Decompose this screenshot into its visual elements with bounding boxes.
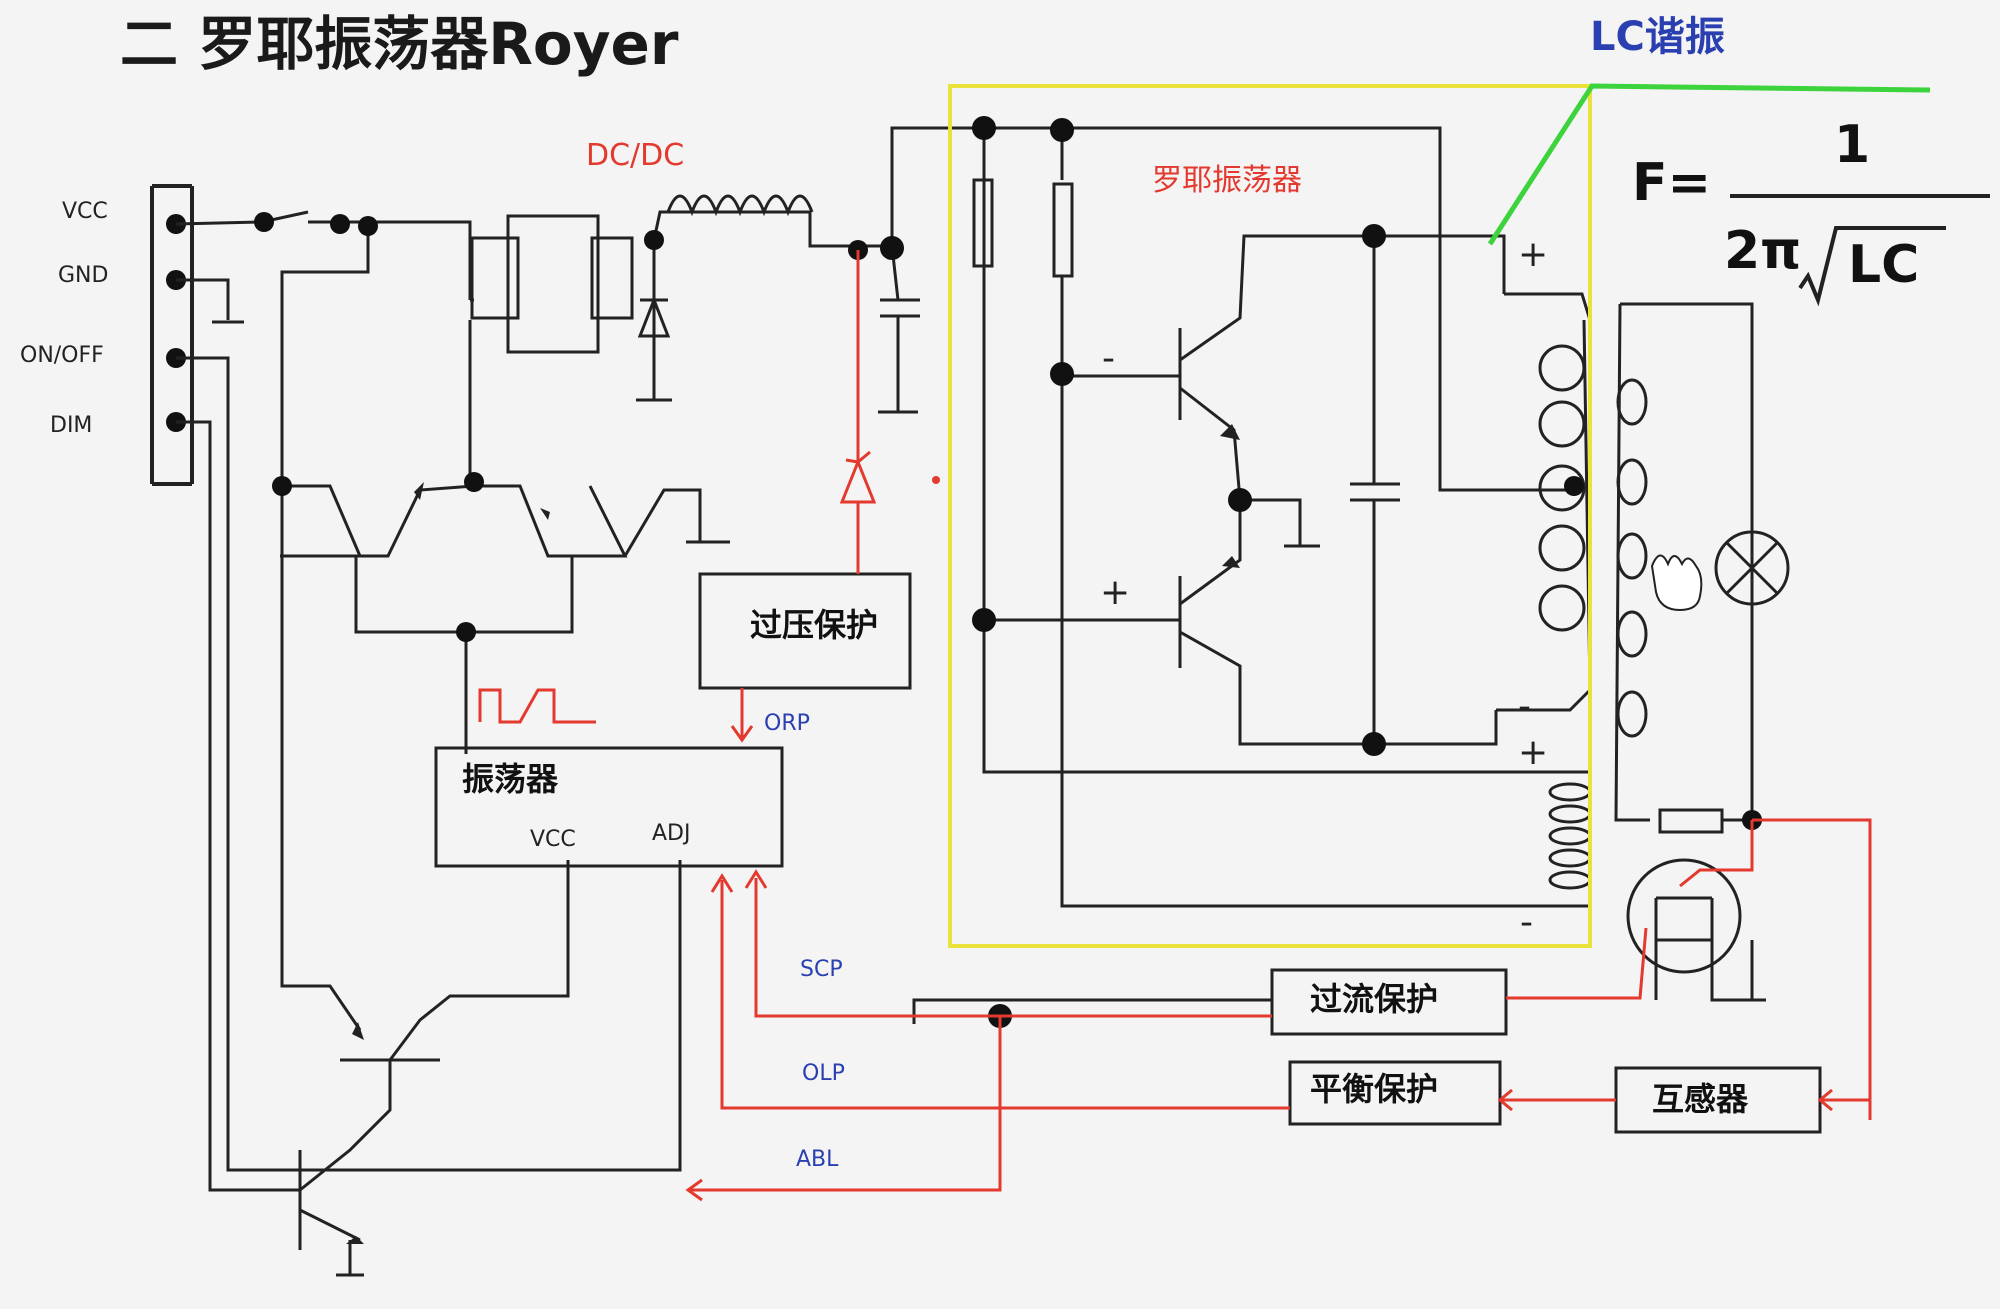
balance-box-label: 平衡保护 [1310, 1070, 1438, 1108]
page-title: 二 罗耶振荡器Royer [120, 10, 679, 78]
primary-plus-sign: + [1518, 234, 1548, 275]
red-dot [932, 476, 940, 484]
signal-scp-label: SCP [800, 957, 843, 982]
ovp-box-label: 过压保护 [750, 606, 878, 644]
freewheel-diode [637, 295, 671, 338]
pin-onoff-label: ON/OFF [20, 343, 104, 368]
pin-vcc-label: VCC [62, 199, 108, 224]
formula-lhs: F= [1632, 153, 1711, 213]
signal-abl-label: ABL [796, 1147, 839, 1172]
junction-dots [254, 116, 1762, 1028]
oscillator-box-label: 振荡器 [462, 760, 559, 798]
pin-dim-label: DIM [50, 413, 92, 438]
dcdc-label: DC/DC [586, 138, 684, 173]
feedback-plus-sign: + [1518, 732, 1548, 773]
wiring-red [478, 250, 1872, 1202]
pointer-hand-icon [1650, 554, 1703, 612]
primary-minus-sign: - [1518, 686, 1531, 727]
ocp-box-label: 过流保护 [1310, 980, 1438, 1018]
transformer-box-label: 互感器 [1652, 1080, 1749, 1118]
formula-two-pi: 2π [1724, 221, 1801, 281]
formula-numerator: 1 [1834, 115, 1870, 175]
transformer-secondary-coil [1616, 378, 1648, 738]
transistor-arrows [346, 424, 1240, 1244]
signal-orp-label: ORP [764, 711, 810, 736]
input-connector [150, 184, 194, 486]
oscillator-vcc-label: VCC [530, 827, 576, 852]
royer-oscillator-frame [948, 84, 1592, 948]
oscillator-adj-label: ADJ [652, 821, 690, 846]
signal-olp-label: OLP [802, 1061, 845, 1086]
royer-oscillator-label: 罗耶振荡器 [1152, 163, 1302, 198]
formula-lc: LC [1848, 235, 1919, 295]
base-minus-sign: - [1102, 338, 1115, 379]
lc-resonance-label: LC谐振 [1590, 14, 1725, 60]
base-plus-sign: + [1100, 572, 1130, 613]
pin-gnd-label: GND [58, 263, 108, 288]
lc-resonance-pointer [1487, 83, 1931, 246]
inductor-coil [666, 194, 814, 217]
feedback-minus-sign: - [1520, 902, 1533, 943]
